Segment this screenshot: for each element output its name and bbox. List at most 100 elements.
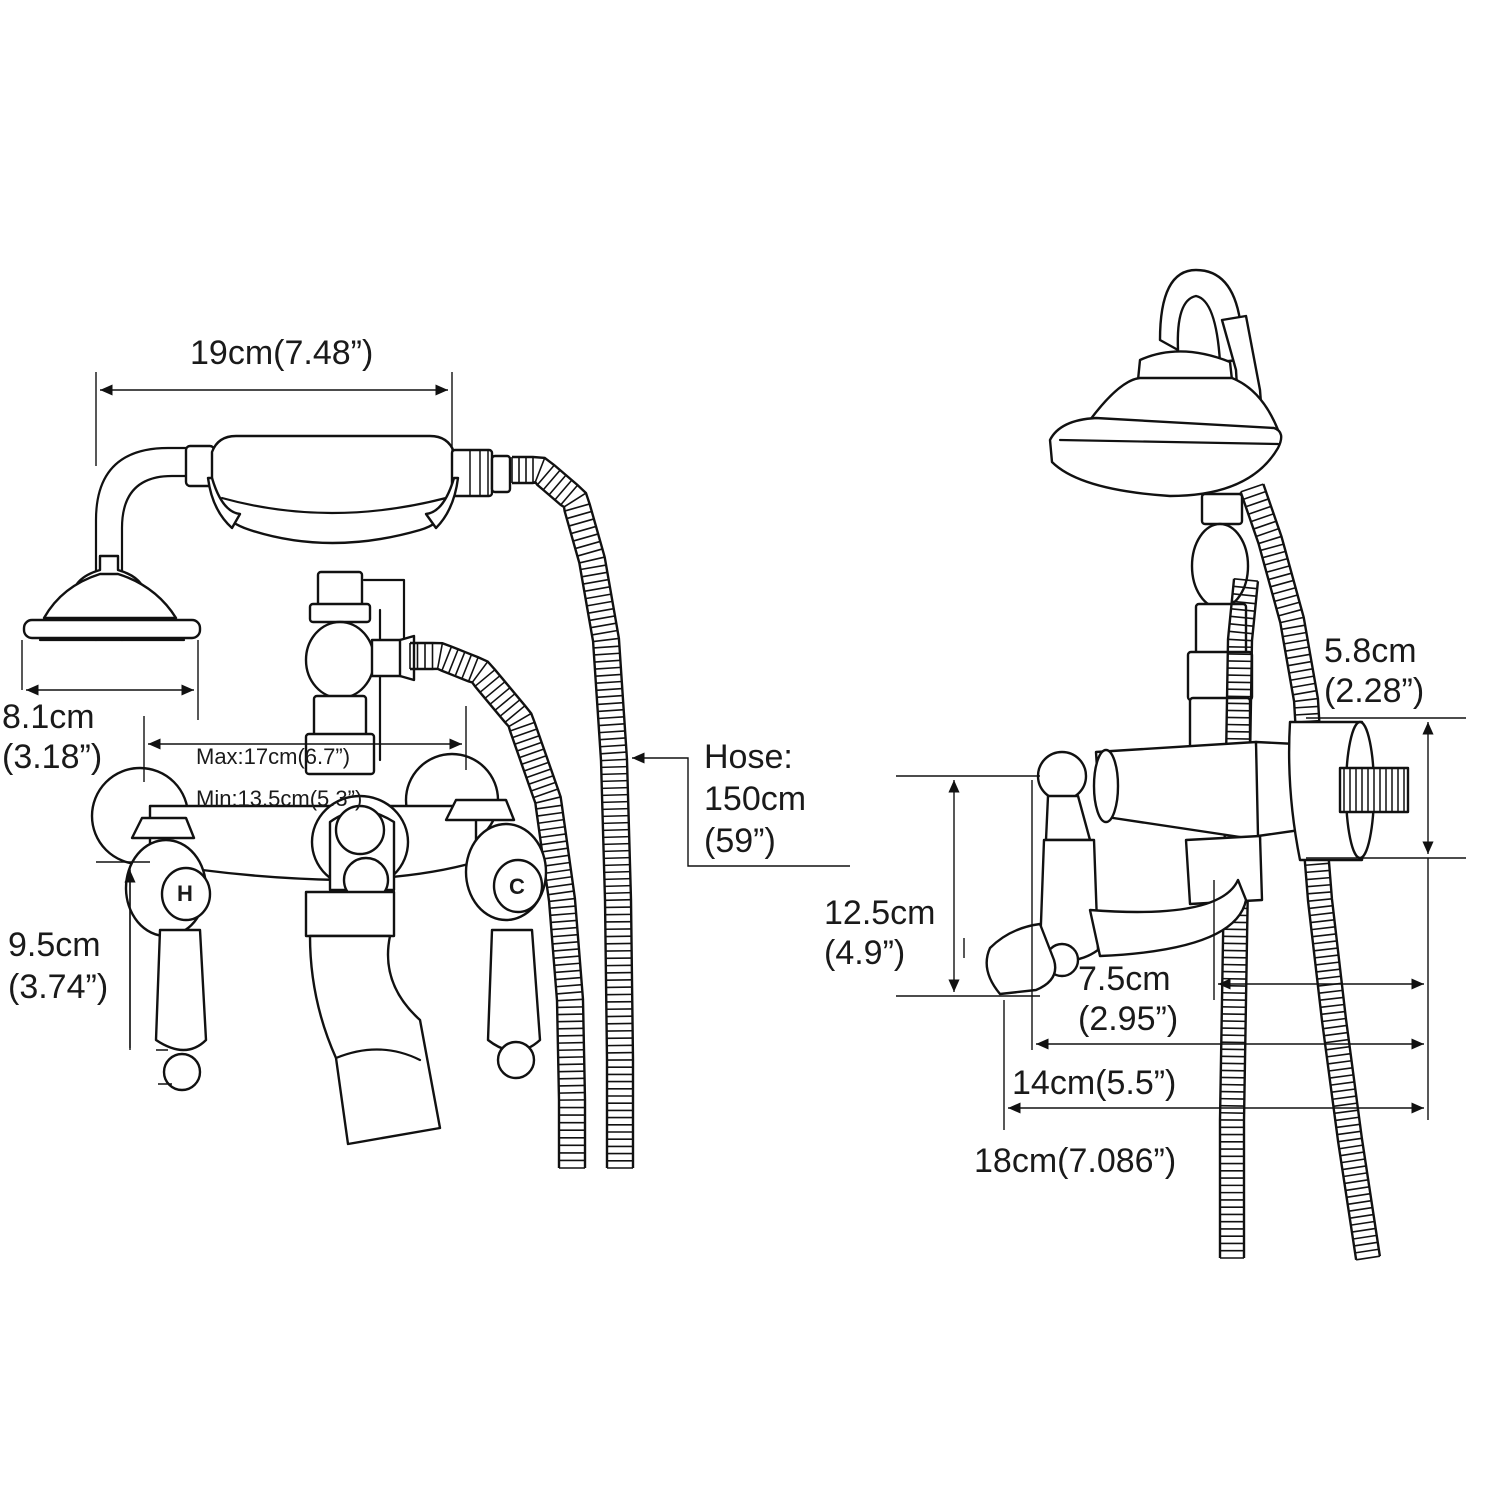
hose-rib [1343,1172,1368,1178]
hose-rib [1227,638,1253,642]
hose-rib [1317,975,1342,980]
hose-rib [555,983,582,988]
side-shower-head [1048,350,1283,498]
hose-rib [597,701,624,706]
hose-rib [550,919,577,924]
hose-outline [1262,483,1382,1257]
side-spout [985,878,1248,996]
hose-rib [1314,954,1339,959]
hose-rib [508,712,532,728]
hose-rib [557,1006,584,1009]
hose-rib [1229,623,1254,627]
spout-drop-cm: 12.5cm [824,894,936,932]
hose-rib [601,779,628,783]
hose-rib [1325,1045,1350,1051]
hose-rib [596,694,623,699]
hose-outline [512,455,635,1168]
depth-c: 18cm(7.086”) [974,1142,1177,1180]
hose-rib [1245,498,1269,508]
hose-title: Hose: [704,738,793,776]
hose-rib [1310,918,1335,924]
hose-rib [1321,1010,1346,1016]
hose-rib [1286,653,1311,660]
hose-rib [601,772,628,776]
shower-head-diameter-cm: 8.1cm [2,698,95,736]
hose-rib [436,643,444,669]
hose-rib [1281,624,1306,631]
hose-rib [1294,712,1319,716]
hose-rib [553,955,580,959]
hose-rib [600,744,627,748]
hose-rib [1318,989,1343,994]
hose-rib [519,748,545,759]
hose-rib [1327,1059,1352,1065]
hose-rib [1312,940,1337,945]
hose-length-cm: 150cm [704,780,807,818]
hose-rib [512,728,538,739]
hose-rib [504,705,526,723]
hose-rib [557,1020,584,1023]
min-spacing-label: Min:13.5cm(5.3”) [196,786,363,811]
hose-rib [1342,1165,1367,1171]
hose-rib [600,751,627,755]
hose-rib [494,693,516,711]
hose-rib [558,1077,585,1080]
hose-rib [534,457,546,483]
hose-rib [582,578,609,585]
hose-rib [1334,1109,1359,1115]
hose-rib [548,897,576,903]
flange-diameter-cm: 5.8cm [1324,632,1417,670]
hose-rib [1311,926,1336,931]
hose-rib [554,962,581,967]
hose-rib [1255,527,1280,538]
side-view-faucet [896,268,1466,1261]
hose-rib [558,1063,585,1066]
shower-hose-front [511,455,635,1169]
hose-rib [577,548,603,557]
hose-rib [1285,646,1310,652]
hot-mark: H [177,881,193,906]
hose-rib [1319,996,1344,1002]
hot-handle [124,816,212,1092]
hose-rib [1350,1220,1375,1226]
hose-rib [516,741,542,752]
mixer-body [90,752,500,904]
hose-rib [1305,869,1330,874]
hose-rib [602,807,629,811]
hose-rib [1354,1248,1379,1254]
hose-rib [1335,1116,1360,1122]
hose-rib [1347,1199,1372,1206]
hose-rib [536,804,562,810]
hose-rib [539,825,565,832]
hose-rib [471,661,489,683]
hose-rib [1250,513,1274,523]
hose-rib [591,629,618,636]
hose-rib [598,723,625,727]
hose-rib [535,796,561,804]
hose-rib [595,673,622,677]
hose-rib [1320,1003,1345,1009]
hose-rib [1266,565,1290,574]
hose-rib [566,510,592,520]
hose-rib [1278,608,1302,617]
hose-outline [1239,491,1358,1260]
hose-rib [1312,933,1337,938]
hose-rib [1280,616,1304,624]
hose-rib [1290,675,1315,682]
depth-a-cm: 7.5cm [1078,960,1171,998]
hose-rib [474,669,496,687]
hose-rib [1345,1185,1370,1192]
hose-rib [557,1034,584,1037]
hose-rib [593,645,620,649]
hose-rib [1309,911,1334,917]
spout-drop-in: (4.9”) [824,934,906,972]
hose-rib [1231,600,1256,605]
hose-rib [441,646,453,672]
cold-mark: C [509,874,525,899]
front-view-faucet [21,372,850,1169]
hose-rib [1324,1038,1349,1044]
hose-rib [530,781,556,792]
hose-rib [1270,579,1294,588]
max-spacing-label: Max:17cm(6.7”) [196,744,351,769]
hose-rib [1333,1102,1358,1108]
